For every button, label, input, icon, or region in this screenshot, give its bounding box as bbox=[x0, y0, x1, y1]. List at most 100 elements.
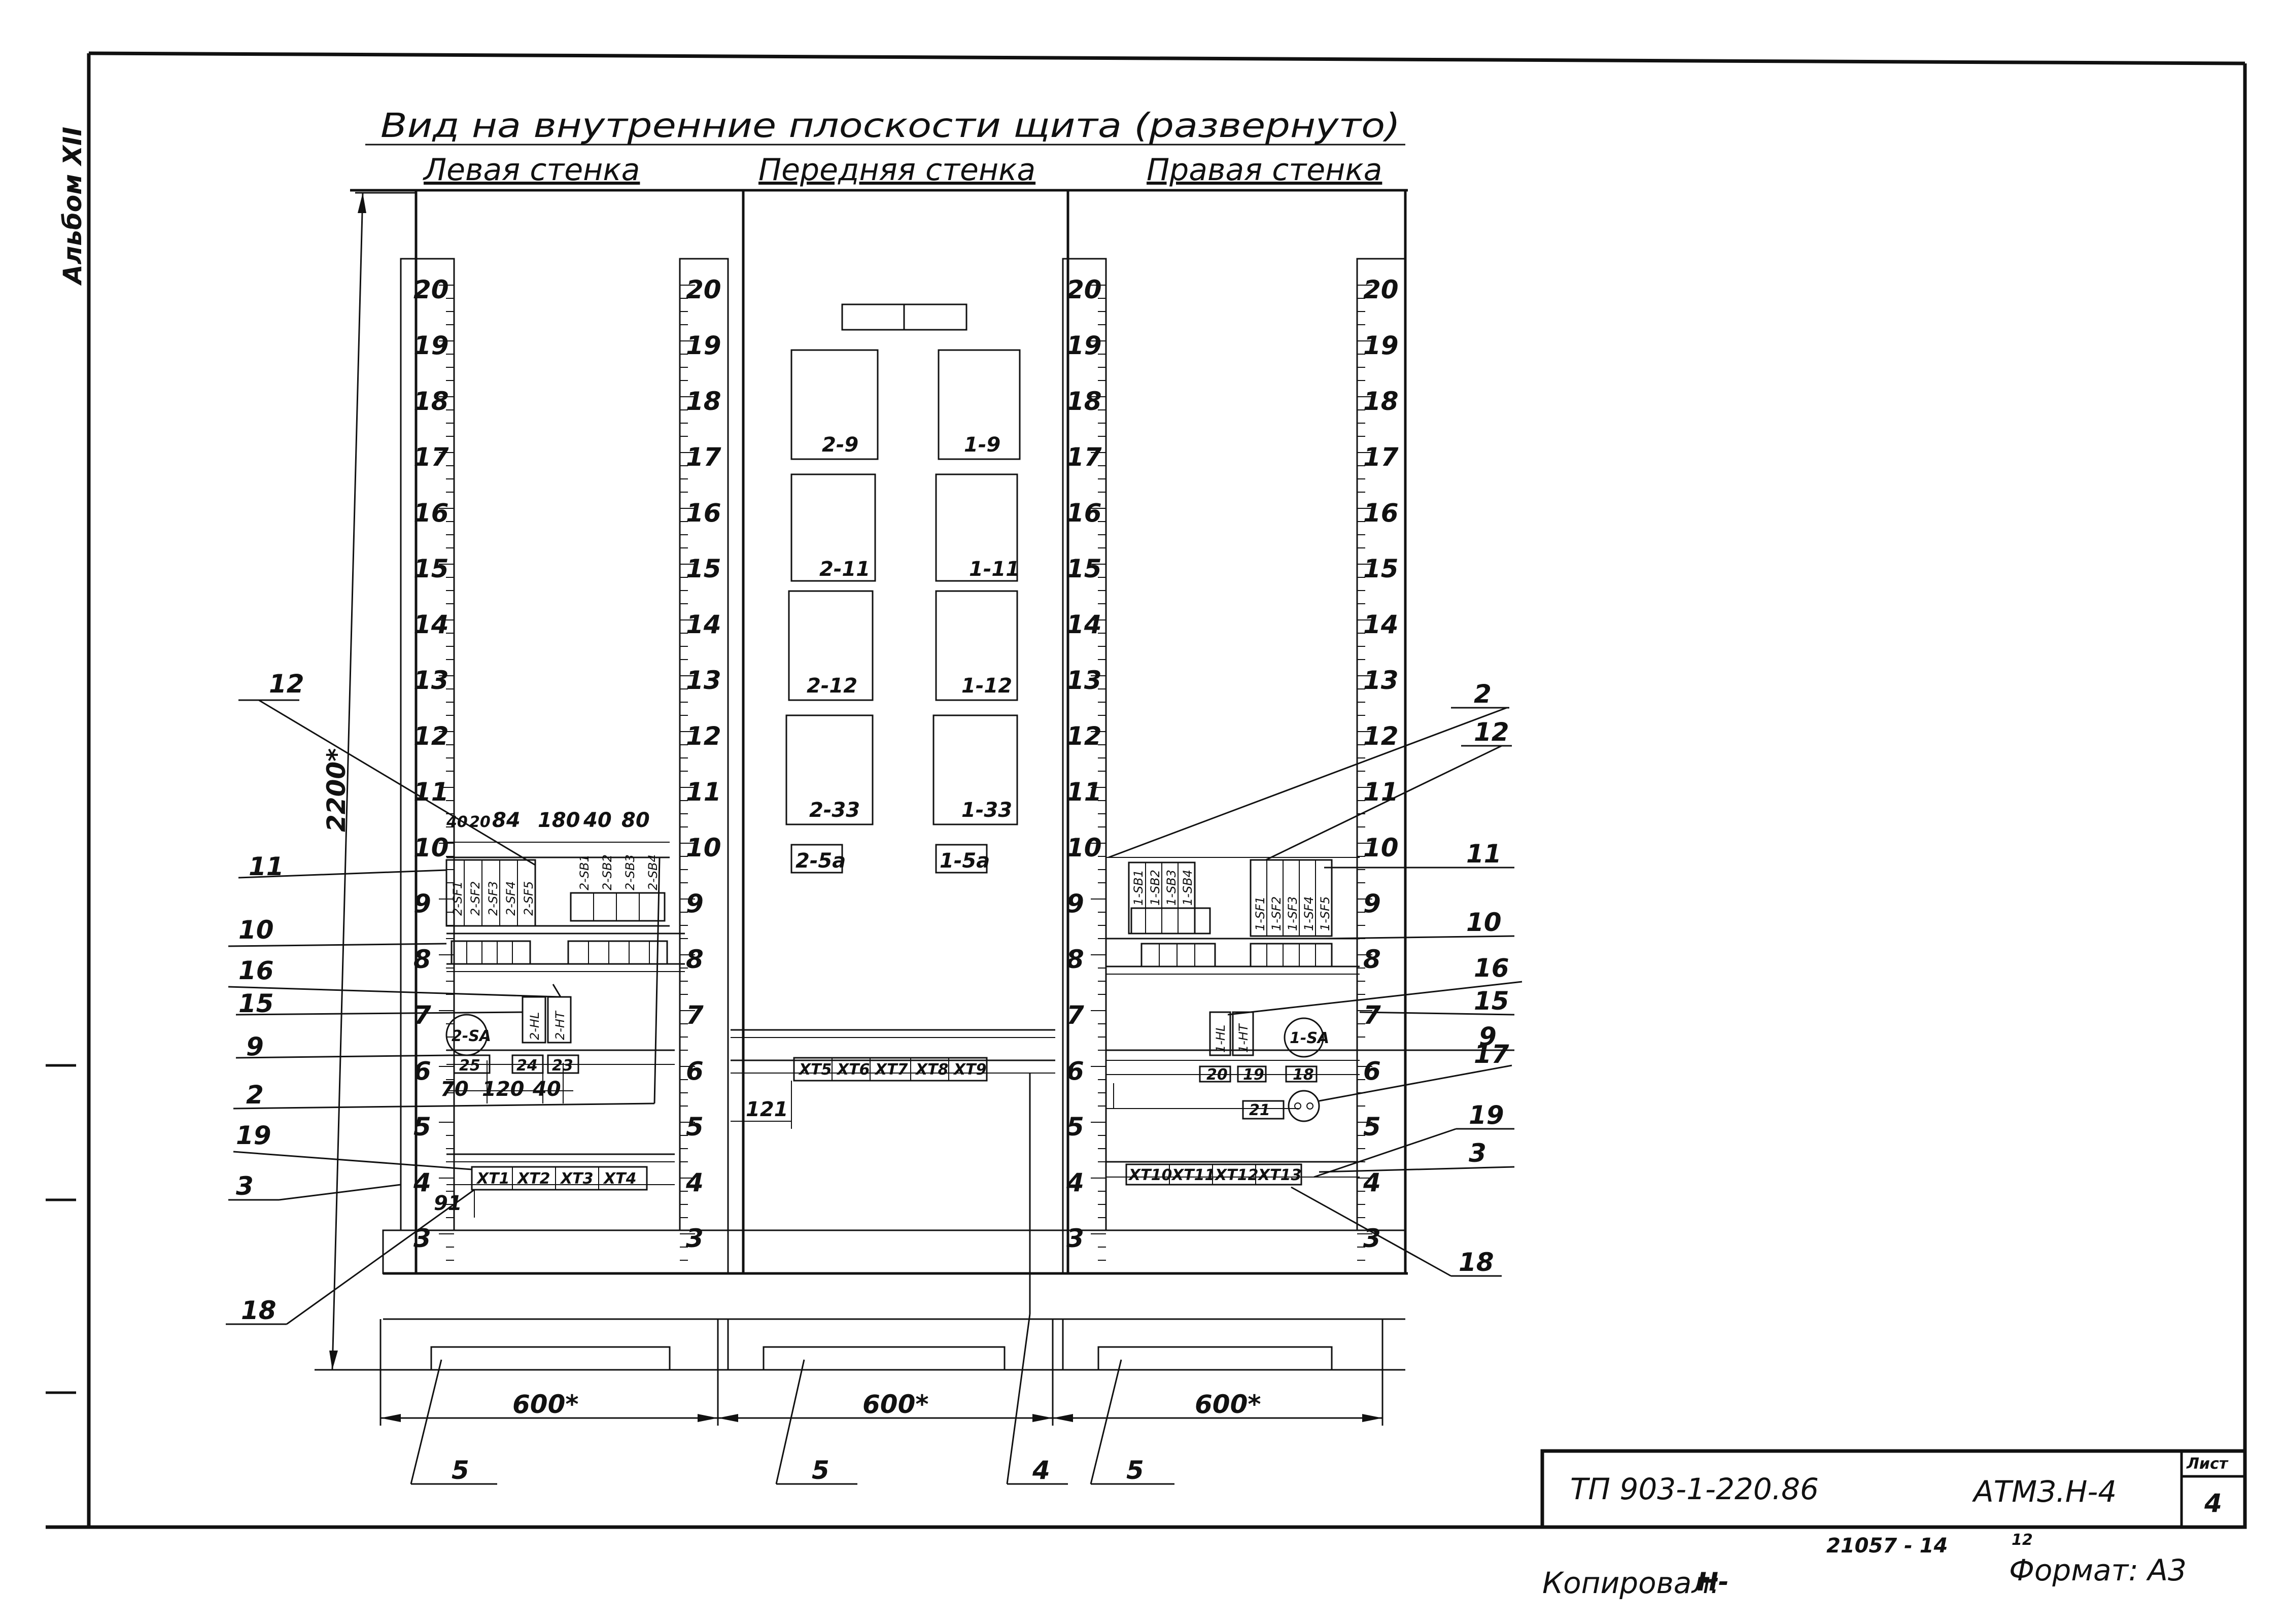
left-wall-equipment bbox=[445, 842, 685, 1218]
width-dim-right: 600* bbox=[1195, 1390, 1261, 1419]
ruler-left-inner-number: 15 bbox=[686, 554, 721, 583]
left-small-2-hl: 2-HL bbox=[528, 1012, 542, 1040]
ruler-right-outer-number: 7 bbox=[1363, 1000, 1381, 1030]
width-dimensions bbox=[379, 1319, 1383, 1426]
ruler-left-inner-number: 10 bbox=[686, 833, 721, 862]
left-relay-labels: 2-SF1 2-SF2 2-SF3 2-SF4 2-SF5 2-SB1 2-SB… bbox=[451, 854, 660, 1040]
left-block-25: 25 bbox=[459, 1057, 480, 1075]
ruler-right-outer-number: 17 bbox=[1363, 442, 1399, 472]
left-terminal-xt4: XT4 bbox=[603, 1170, 636, 1188]
left-callout-19: 19 bbox=[236, 1121, 271, 1150]
right-switch-1-sb4: 1-SB4 bbox=[1181, 870, 1195, 906]
ruler-right-outer-number: 16 bbox=[1363, 498, 1399, 528]
left-callout-10: 10 bbox=[238, 915, 274, 945]
ruler-left-outer-number: 13 bbox=[413, 666, 449, 695]
right-small-1-ht: 1-HT bbox=[1236, 1023, 1251, 1053]
ruler-right-outer-number: 20 bbox=[1363, 275, 1399, 304]
bottom-callout-4: 4 bbox=[1032, 1456, 1050, 1485]
ruler-left-inner-number: 13 bbox=[686, 666, 721, 695]
ruler-left-outer-number: 10 bbox=[413, 833, 449, 862]
front-terminal-xt5: XT5 bbox=[798, 1061, 832, 1079]
left-lamp-label: 2-SA bbox=[452, 1027, 491, 1045]
left-callout-9: 9 bbox=[246, 1032, 264, 1061]
ruler-left-inner-number: 18 bbox=[686, 387, 721, 416]
left-wall-heading: Левая стенка bbox=[423, 152, 640, 188]
ruler-left-outer-number: 6 bbox=[413, 1056, 431, 1086]
stamp-sheet-name: АТМЗ.Н-4 bbox=[1971, 1474, 2117, 1509]
ruler-right-outer-number: 15 bbox=[1363, 554, 1399, 583]
left-callout-18: 18 bbox=[241, 1296, 276, 1325]
right-relay-1-sf3: 1-SF3 bbox=[1286, 896, 1300, 931]
right-callout-19: 19 bbox=[1469, 1100, 1504, 1130]
bottom-callout-5c: 5 bbox=[1126, 1456, 1144, 1485]
right-relay-1-sf5: 1-SF5 bbox=[1318, 896, 1332, 931]
front-device-1-11: 1-11 bbox=[969, 558, 1020, 581]
left-callout-3: 3 bbox=[236, 1171, 254, 1201]
front-device-2-11: 2-11 bbox=[819, 558, 870, 581]
drawing-title: Вид на внутренние плоскости щита (развер… bbox=[380, 106, 1400, 145]
left-bottom-dim-40: 40 bbox=[532, 1078, 561, 1101]
title-block bbox=[1540, 1449, 2247, 1529]
ruler-left-outer-number: 19 bbox=[413, 331, 449, 360]
ruler-right-outer-number: 11 bbox=[1363, 777, 1399, 807]
right-callout-18: 18 bbox=[1459, 1248, 1494, 1277]
right-callout-leaders bbox=[1108, 707, 1523, 1277]
front-device-1-5a: 1-5а bbox=[940, 849, 990, 873]
right-callout-17: 17 bbox=[1474, 1040, 1509, 1069]
ruler-left-inner-number: 6 bbox=[686, 1056, 704, 1086]
front-wall-heading: Передняя стенка bbox=[758, 152, 1035, 188]
right-relay-1-sf4: 1-SF4 bbox=[1302, 896, 1316, 931]
footer-copied-signature: Н- bbox=[1697, 1567, 1729, 1597]
front-device-2-5a: 2-5а bbox=[795, 849, 846, 873]
ruler-left-inner-number: 8 bbox=[686, 945, 704, 974]
ruler-right-inner-number: 17 bbox=[1066, 442, 1102, 472]
ruler-right-inner-number: 15 bbox=[1066, 554, 1102, 583]
footer-order-2: 12 bbox=[2012, 1531, 2033, 1549]
stamp-sheet-label: Лист bbox=[2186, 1455, 2229, 1473]
ruler-left-inner-number: 19 bbox=[686, 331, 721, 360]
ruler-left-outer-number: 20 bbox=[413, 275, 449, 304]
ruler-right-outer-number: 8 bbox=[1363, 945, 1381, 974]
right-block-18: 18 bbox=[1293, 1066, 1314, 1084]
ruler-left-outer-number: 18 bbox=[413, 387, 449, 416]
ruler-right-inner-number: 19 bbox=[1066, 331, 1102, 360]
right-switch-1-sb2: 1-SB2 bbox=[1148, 870, 1162, 906]
left-switch-2-sb2: 2-SB2 bbox=[600, 854, 614, 890]
ruler-left-outer-number: 3 bbox=[413, 1224, 431, 1253]
ruler-right-outer-number: 18 bbox=[1363, 387, 1399, 416]
ruler-right-inner-number: 3 bbox=[1066, 1224, 1084, 1253]
front-dim-121: 121 bbox=[746, 1098, 788, 1121]
left-callout-2: 2 bbox=[246, 1080, 264, 1110]
left-callout-11: 11 bbox=[249, 852, 284, 881]
left-top-dim-80: 80 bbox=[621, 809, 650, 832]
footer-format: Формат: А3 bbox=[2009, 1553, 2187, 1587]
ruler-left-outer-number: 5 bbox=[413, 1112, 431, 1142]
right-terminal-xt11: XT11 bbox=[1171, 1166, 1215, 1184]
front-wall-equipment bbox=[731, 1029, 1055, 1314]
right-small-1-hl: 1-HL bbox=[1214, 1025, 1228, 1053]
left-block-24: 24 bbox=[516, 1057, 538, 1075]
ruler-left-outer-number: 17 bbox=[413, 442, 449, 472]
right-callout-9: 9 bbox=[1479, 1022, 1497, 1051]
left-callout-12: 12 bbox=[269, 669, 304, 699]
left-switch-2-sb4: 2-SB4 bbox=[646, 854, 660, 890]
right-callout-2: 2 bbox=[1474, 679, 1492, 709]
ruler-right-inner-number: 6 bbox=[1066, 1056, 1084, 1086]
ruler-left-outer-number: 14 bbox=[413, 610, 449, 639]
right-callout-11: 11 bbox=[1466, 839, 1502, 869]
ruler-left-inner-number: 9 bbox=[686, 889, 704, 918]
panel-outline bbox=[350, 189, 1408, 1371]
footer-order: 21057 - 14 bbox=[1826, 1534, 1948, 1558]
right-callout-16: 16 bbox=[1474, 953, 1509, 983]
left-callout-leaders bbox=[226, 699, 661, 1325]
right-block-21: 21 bbox=[1249, 1101, 1270, 1119]
bottom-callout-leaders bbox=[410, 1314, 1174, 1485]
height-dimension bbox=[315, 192, 416, 1371]
front-device-1-9: 1-9 bbox=[964, 433, 1000, 457]
front-device-2-9: 2-9 bbox=[822, 433, 858, 457]
ruler-right-inner-number: 13 bbox=[1066, 666, 1102, 695]
ruler-left-outer-number: 12 bbox=[413, 721, 449, 751]
ruler-left-inner-number: 20 bbox=[686, 275, 721, 304]
ruler-right-outer-number: 6 bbox=[1363, 1056, 1381, 1086]
